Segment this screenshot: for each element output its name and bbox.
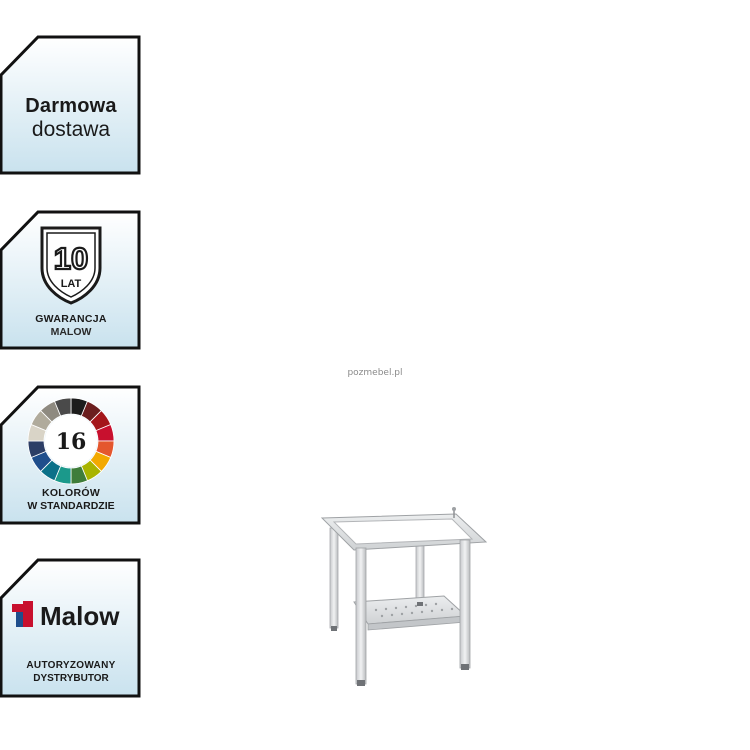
badge-subtitle: dostawa	[31, 118, 111, 141]
badge-subtitle: W STANDARDZIE	[27, 500, 115, 512]
badge-subtitle: DYSTRYBUTOR	[33, 673, 109, 684]
warranty-years: 10	[54, 241, 88, 276]
badge-frame-icon	[0, 558, 141, 698]
badge-frame-icon	[0, 35, 141, 175]
warranty-unit: LAT	[61, 278, 82, 290]
colors-count: 16	[56, 429, 87, 455]
shield-icon: 10 LAT	[40, 226, 102, 305]
color-swatch-segment	[54, 397, 72, 417]
color-wheel-icon: 16	[27, 397, 115, 485]
logo-mark-blue	[16, 612, 23, 627]
free-delivery-badge: Darmowa dostawa	[0, 35, 142, 175]
badge-title: Darmowa	[25, 95, 117, 117]
logo-mark-red-bar	[23, 601, 33, 627]
malow-logo-icon: Malow	[12, 601, 120, 631]
colors-badge: 16 KOLORÓW W STANDARDZIE	[0, 385, 142, 525]
logo-mark-red	[12, 604, 23, 612]
metal-stand-icon	[320, 507, 488, 686]
badge-title: GWARANCJA	[35, 313, 107, 325]
warranty-badge: 10 LAT GWARANCJA MALOW	[0, 210, 142, 350]
authorized-dealer-badge: Malow AUTORYZOWANY DYSTRYBUTOR	[0, 558, 142, 698]
brand-name: Malow	[40, 601, 120, 631]
badge-subtitle: MALOW	[50, 326, 92, 338]
watermark-text: pozmebel.pl	[347, 368, 403, 378]
badge-title: KOLORÓW	[41, 487, 101, 499]
badge-title: AUTORYZOWANY	[26, 660, 116, 671]
